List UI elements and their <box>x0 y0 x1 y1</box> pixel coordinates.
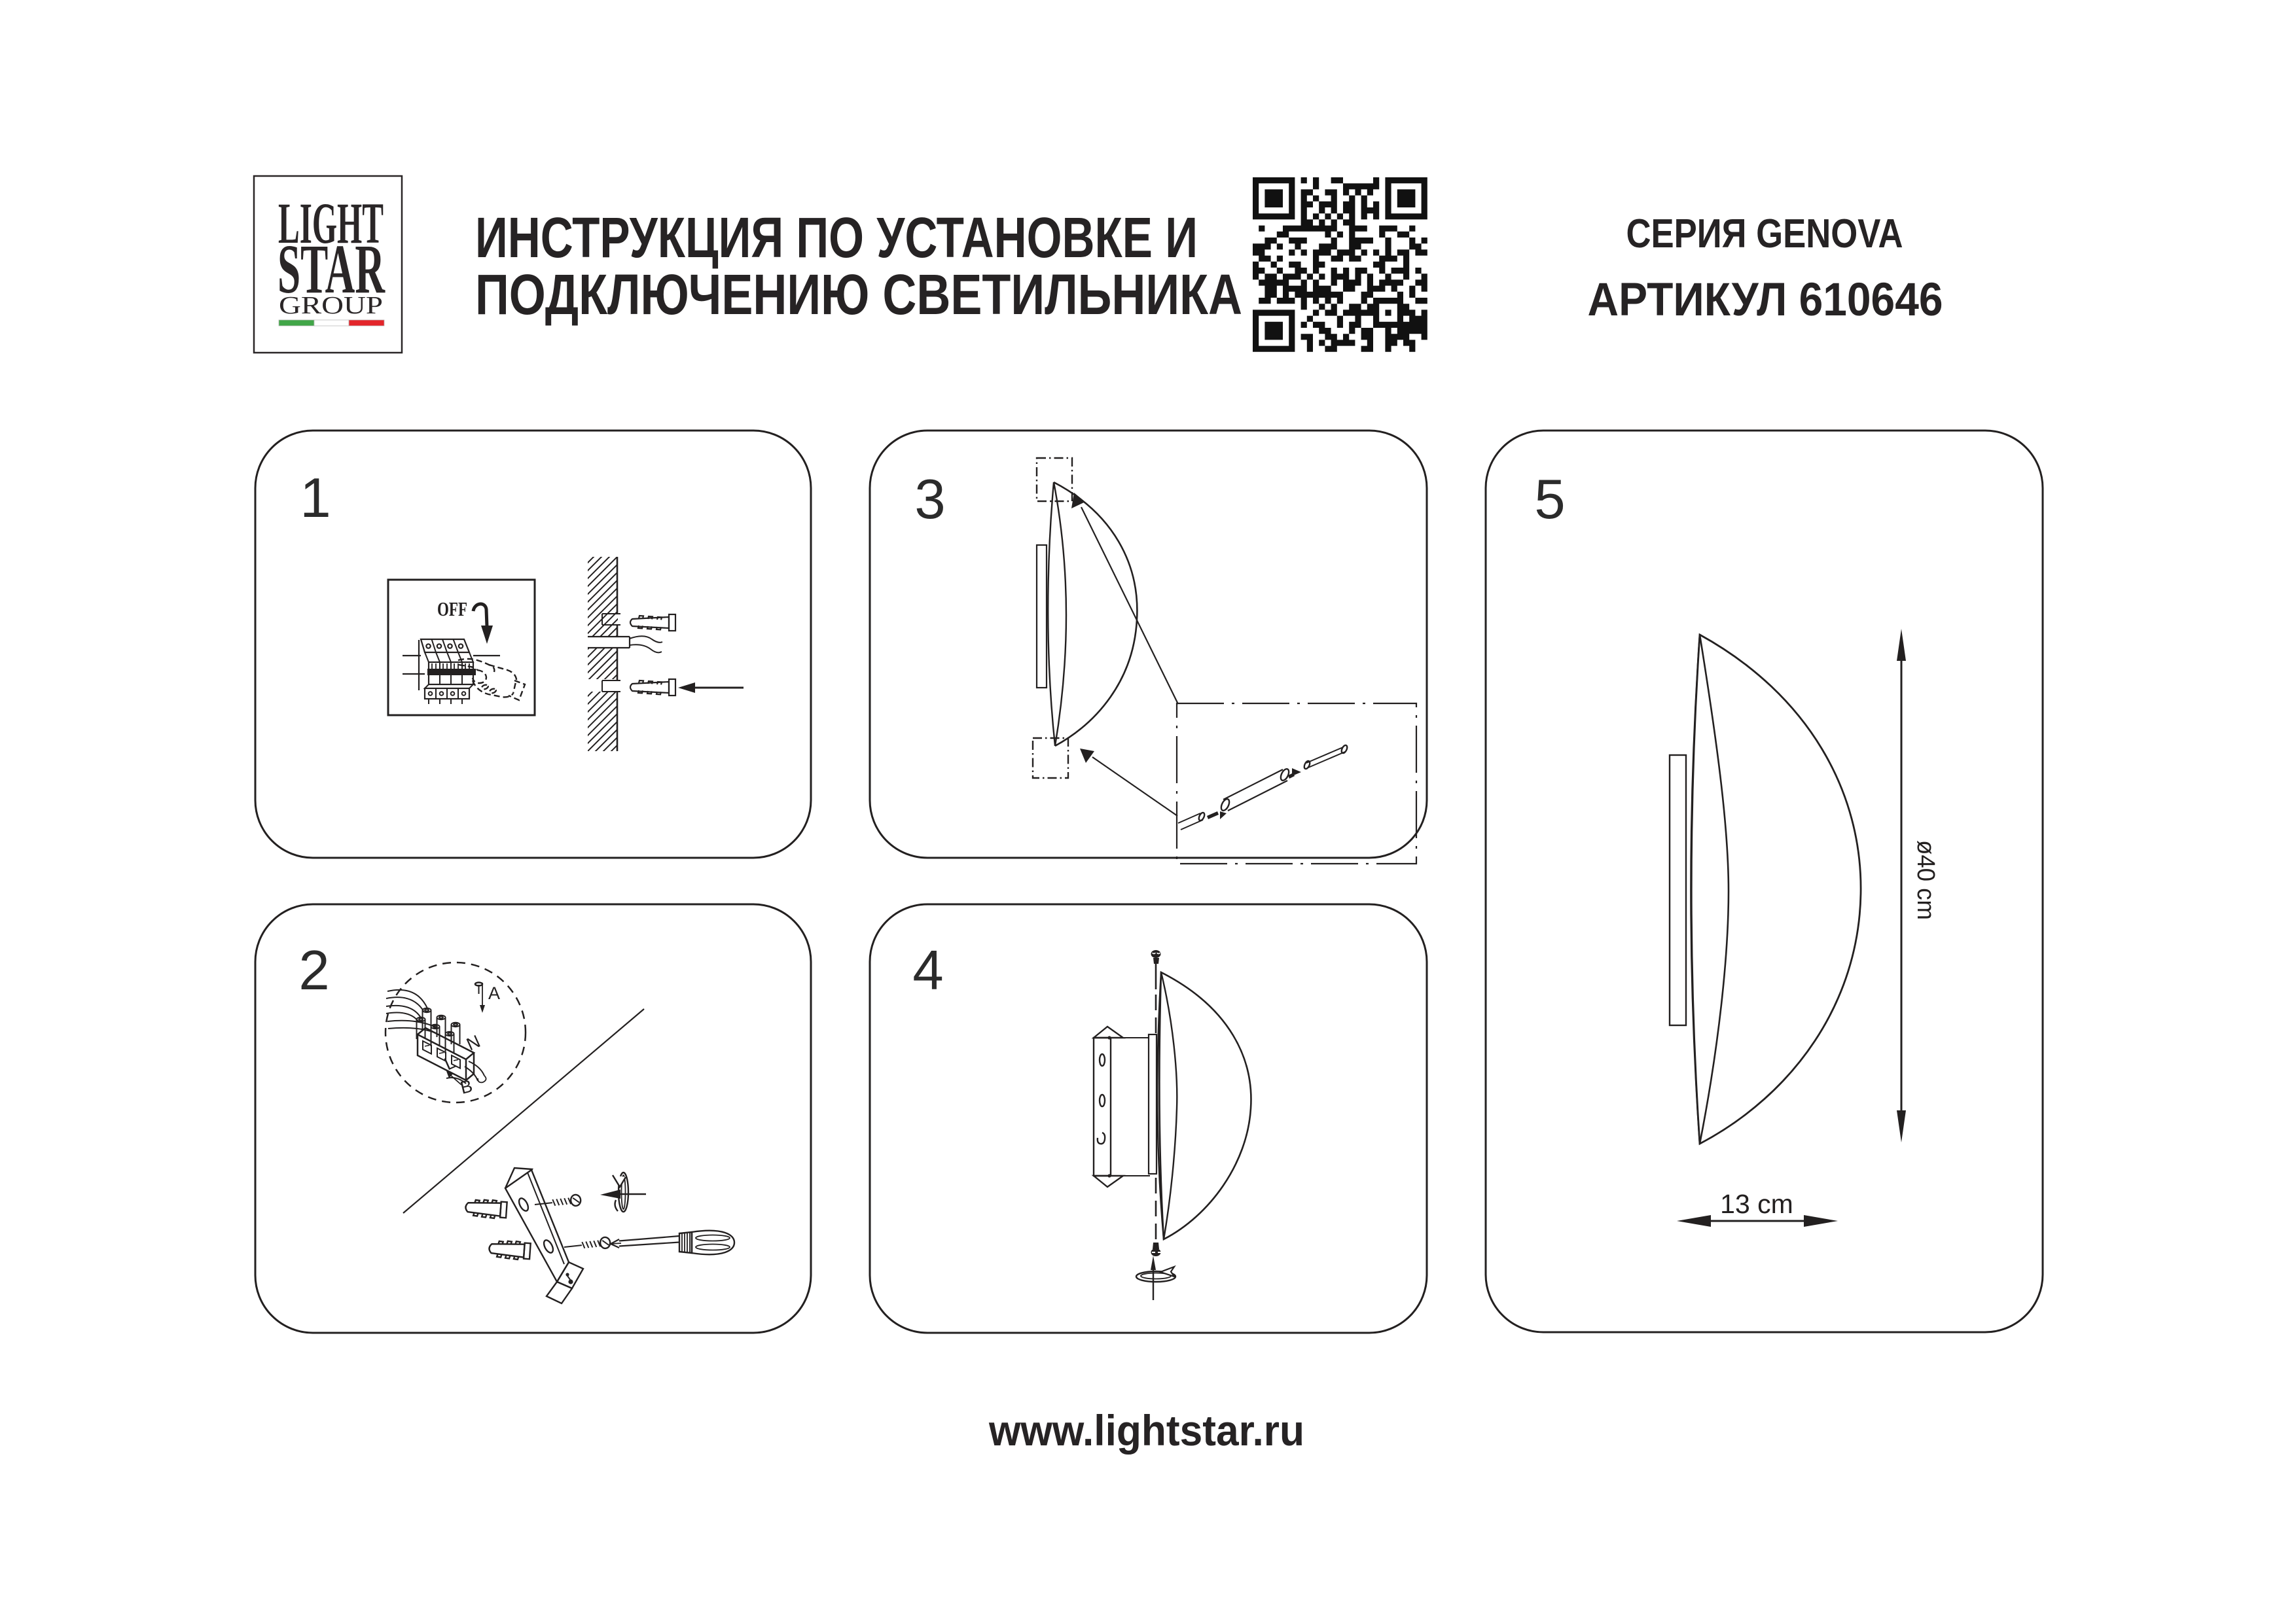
svg-text:LIGHT: LIGHT <box>278 192 384 256</box>
svg-text:STAR: STAR <box>278 231 386 308</box>
svg-text:L: L <box>441 1052 458 1074</box>
svg-text:2: 2 <box>298 940 329 1002</box>
svg-text:www.lightstar.ru: www.lightstar.ru <box>988 1406 1304 1455</box>
svg-text:1: 1 <box>300 467 331 529</box>
svg-text:СЕРИЯ GENOVA: СЕРИЯ GENOVA <box>1626 211 1903 256</box>
svg-text:5: 5 <box>1534 468 1565 531</box>
svg-text:АРТИКУЛ 610646: АРТИКУЛ 610646 <box>1588 274 1943 326</box>
svg-text:4: 4 <box>912 940 943 1002</box>
svg-text:B: B <box>458 1076 475 1097</box>
svg-text:13 cm: 13 cm <box>1720 1189 1793 1219</box>
svg-text:N: N <box>463 1031 483 1054</box>
svg-text:GROUP: GROUP <box>279 292 383 319</box>
svg-text:ИНСТРУКЦИЯ ПО УСТАНОВКЕ И: ИНСТРУКЦИЯ ПО УСТАНОВКЕ И <box>475 206 1198 270</box>
svg-text:ПОДКЛЮЧЕНИЮ СВЕТИЛЬНИКА: ПОДКЛЮЧЕНИЮ СВЕТИЛЬНИКА <box>475 263 1242 327</box>
svg-text:OFF: OFF <box>437 597 467 620</box>
svg-text:ø40 cm: ø40 cm <box>1912 840 1939 920</box>
svg-text:3: 3 <box>914 468 945 531</box>
svg-text:A: A <box>488 983 500 1003</box>
